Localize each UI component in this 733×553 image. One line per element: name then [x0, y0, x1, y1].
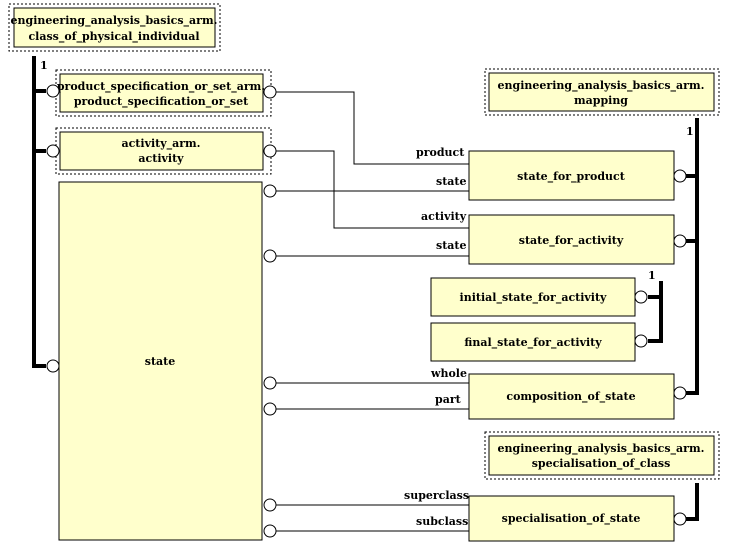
cardinality-mapping: 1 — [686, 125, 694, 138]
circle-whole-end — [263, 376, 277, 390]
circle-state-for-product-subtype — [673, 169, 687, 183]
role-state-product: state — [436, 175, 466, 188]
circle-product-spec-subtype — [46, 84, 60, 98]
final-state-for-activity-entity: final_state_for_activity — [430, 322, 636, 362]
circle-part-end — [263, 402, 277, 416]
class-of-physical-individual-line2: class_of_physical_individual — [28, 30, 199, 44]
product-relation-line — [276, 91, 469, 165]
composition-of-state-label: composition_of_state — [506, 390, 635, 404]
circle-superclass-end — [263, 498, 277, 512]
specialisation-of-state-entity: specialisation_of_state — [468, 495, 675, 542]
class-of-physical-individual-entity: engineering_analysis_basics_arm. class_o… — [8, 3, 221, 52]
product-specification-or-set-line2: product_specification_or_set — [74, 95, 249, 109]
circle-product-end — [263, 85, 277, 99]
state-for-product-label: state_for_product — [517, 170, 626, 184]
circle-final-subtype — [634, 334, 648, 348]
circle-initial-subtype — [634, 290, 648, 304]
circle-specialisation-subtype — [673, 512, 687, 526]
activity-line1: activity_arm. — [121, 137, 200, 151]
final-state-for-activity-label: final_state_for_activity — [464, 336, 602, 350]
role-superclass: superclass — [404, 489, 469, 502]
circle-state-for-activity-subtype — [673, 234, 687, 248]
initial-state-for-activity-label: initial_state_for_activity — [460, 291, 608, 305]
circle-state-product-end — [263, 184, 277, 198]
subtype-tree-class-of-physical-individual — [32, 56, 46, 368]
activity-entity: activity_arm. activity — [55, 127, 272, 175]
circle-activity-end — [263, 144, 277, 158]
activity-relation-line — [276, 150, 469, 229]
circle-activity-subtype — [46, 144, 60, 158]
composition-of-state-entity: composition_of_state — [468, 373, 675, 420]
circle-state-subtype — [46, 359, 60, 373]
relation-end-circles — [46, 84, 687, 538]
specialisation-of-class-entity: engineering_analysis_basics_arm. special… — [484, 431, 720, 480]
product-specification-or-set-entity: product_specification_or_set_arm. produc… — [55, 69, 272, 117]
subtype-tree-mapping — [686, 118, 699, 395]
role-state-activity: state — [436, 239, 466, 252]
cardinality-activity: 1 — [648, 269, 656, 282]
role-whole: whole — [430, 367, 467, 380]
circle-subclass-end — [263, 524, 277, 538]
state-for-activity-entity: state_for_activity — [468, 214, 675, 265]
role-part: part — [435, 393, 462, 406]
role-activity: activity — [421, 210, 467, 223]
cardinality-left: 1 — [40, 59, 48, 72]
state-label: state — [145, 355, 175, 368]
subtype-tree-state-for-activity — [648, 281, 663, 343]
circle-state-activity-end — [263, 249, 277, 263]
specialisation-of-class-line1: engineering_analysis_basics_arm. — [498, 442, 705, 456]
mapping-line1: engineering_analysis_basics_arm. — [498, 79, 705, 93]
mapping-line2: mapping — [574, 94, 628, 107]
role-subclass: subclass — [416, 515, 468, 528]
initial-state-for-activity-entity: initial_state_for_activity — [430, 277, 636, 317]
state-for-product-entity: state_for_product — [468, 150, 675, 201]
product-specification-or-set-line1: product_specification_or_set_arm. — [57, 80, 265, 94]
mapping-entity: engineering_analysis_basics_arm. mapping — [484, 68, 720, 116]
specialisation-of-class-line2: specialisation_of_class — [532, 457, 671, 471]
class-of-physical-individual-line1: engineering_analysis_basics_arm. — [11, 14, 218, 28]
state-entity: state — [58, 181, 263, 541]
specialisation-of-state-label: specialisation_of_state — [502, 512, 641, 526]
role-product: product — [416, 146, 465, 159]
state-for-activity-label: state_for_activity — [519, 234, 624, 248]
circle-composition-subtype — [673, 386, 687, 400]
activity-line2: activity — [138, 152, 184, 165]
subtype-tree-specialisation-of-class — [686, 483, 699, 521]
